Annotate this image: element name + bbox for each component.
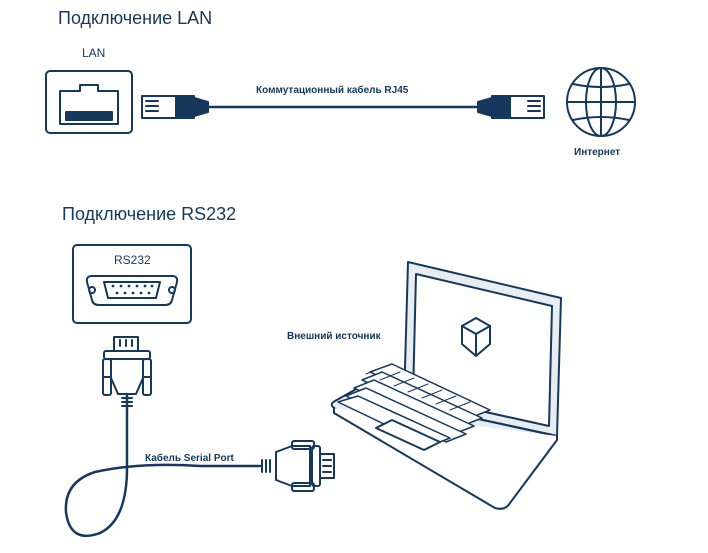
serial-cable — [64, 392, 262, 538]
rj45-plug-icon — [477, 95, 545, 119]
db9-plug-icon — [261, 440, 335, 492]
lan-port-label: LAN — [82, 46, 106, 60]
lan-section-title: Подключение LAN — [58, 8, 213, 28]
rs232-port-label: RS232 — [114, 253, 151, 267]
internet-label: Интернет — [574, 147, 621, 158]
ethernet-port-icon — [45, 70, 133, 134]
serial-cable-label: Кабель Serial Port — [145, 453, 234, 464]
rj45-cable-label: Коммутационный кабель RJ45 — [256, 85, 409, 96]
rs232-section-title: Подключение RS232 — [62, 204, 237, 224]
rj45-plug-icon — [141, 95, 209, 119]
laptop-icon — [330, 261, 562, 510]
external-source-label: Внешний источник — [287, 331, 381, 342]
globe-icon — [566, 67, 636, 137]
logo-icon — [461, 317, 491, 357]
db9-port-icon — [72, 244, 192, 324]
db9-plug-icon — [102, 336, 152, 407]
